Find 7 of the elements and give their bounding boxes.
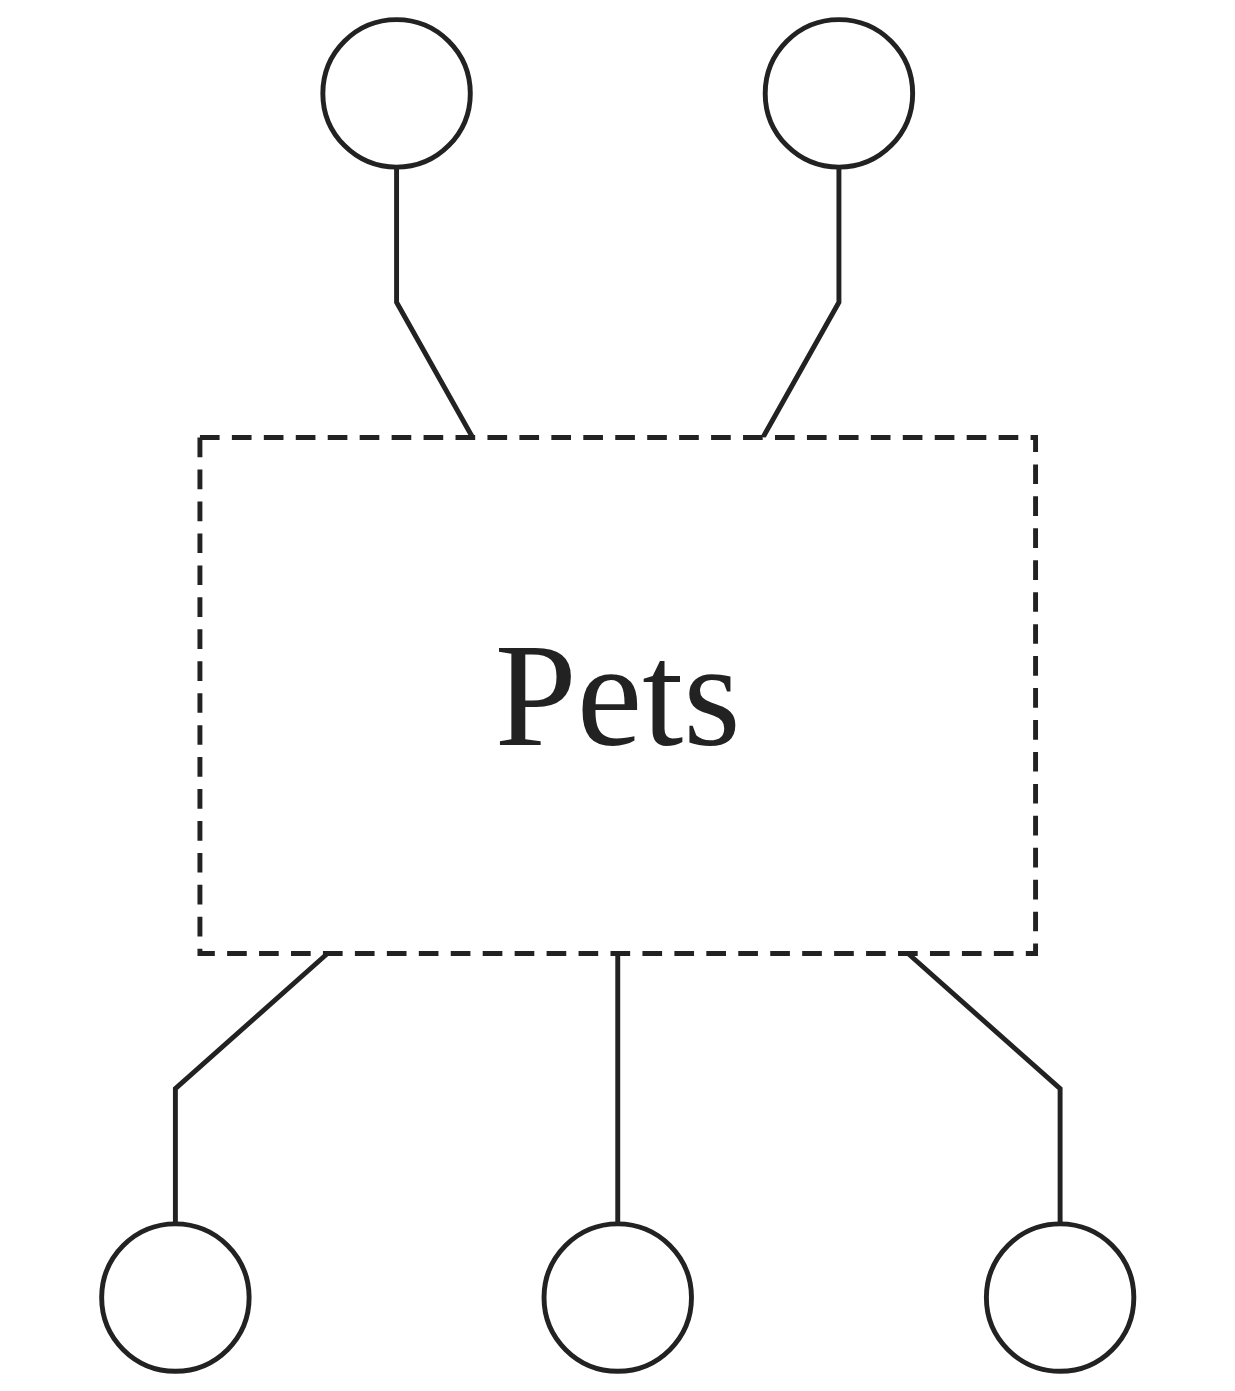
node-ellipse	[541, 1221, 694, 1374]
connector	[760, 167, 842, 439]
node-ellipse	[98, 1221, 252, 1374]
node-ellipse	[983, 1221, 1137, 1374]
node-ellipse	[320, 17, 473, 170]
node-box: Pets	[197, 435, 1038, 956]
node-ellipse	[762, 17, 915, 170]
